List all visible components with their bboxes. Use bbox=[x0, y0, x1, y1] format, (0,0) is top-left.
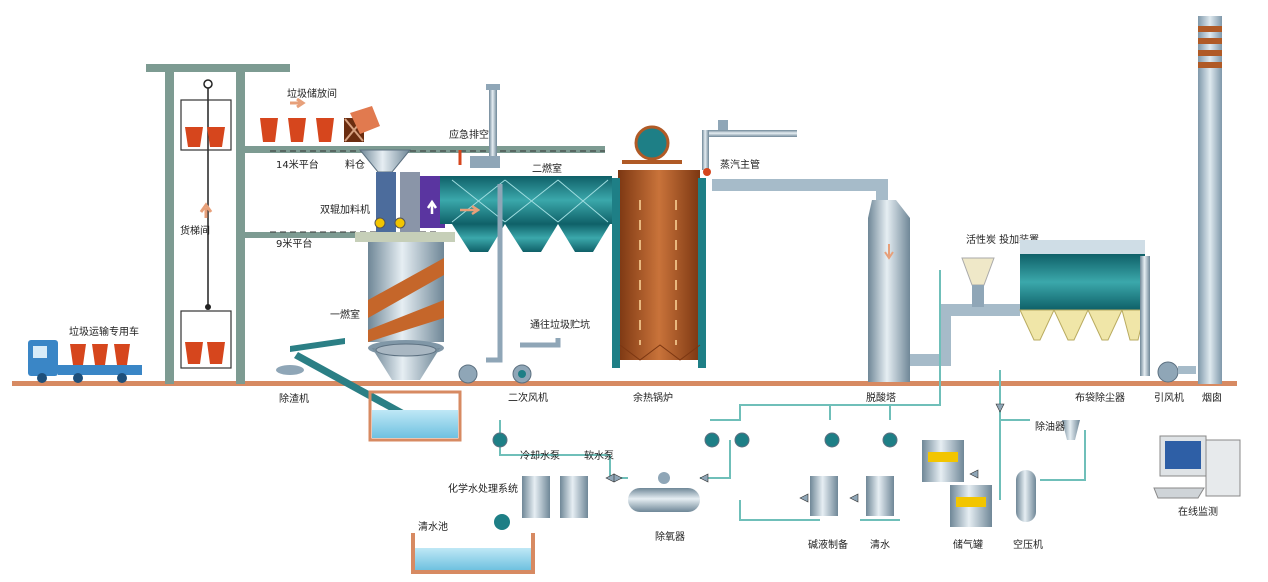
primary-chamber bbox=[355, 232, 455, 380]
air-compressor bbox=[1016, 470, 1036, 522]
label-storage-room: 垃圾储放间 bbox=[287, 87, 337, 100]
ground-line bbox=[12, 381, 1237, 386]
chimney-icon bbox=[1198, 16, 1222, 384]
label-online-monitor: 在线监测 bbox=[1178, 505, 1218, 518]
label-platform-14m: 14米平台 bbox=[276, 158, 319, 171]
label-bag-filter: 布袋除尘器 bbox=[1075, 391, 1125, 404]
label-chimney: 烟囱 bbox=[1202, 391, 1222, 404]
label-secondary-chamber: 二燃室 bbox=[532, 162, 562, 175]
label-clear-pool: 清水池 bbox=[418, 520, 448, 533]
label-oil-remover: 除油器 bbox=[1035, 420, 1065, 433]
label-cooling-pump: 冷却水泵 bbox=[520, 449, 560, 462]
label-induced-fan: 引风机 bbox=[1154, 391, 1184, 404]
cooling-tanks bbox=[522, 476, 588, 518]
label-gas-tank: 储气罐 bbox=[953, 538, 983, 551]
label-clear-water: 清水 bbox=[870, 538, 890, 551]
bag-filter bbox=[1020, 240, 1150, 376]
alkali-tanks bbox=[810, 476, 894, 516]
label-deacid-tower: 脱酸塔 bbox=[866, 391, 896, 404]
label-hopper: 料仓 bbox=[345, 158, 365, 171]
label-air-compressor: 空压机 bbox=[1013, 538, 1043, 551]
pump-icon bbox=[459, 365, 531, 383]
hopper bbox=[360, 150, 420, 232]
computer-icon bbox=[1154, 436, 1240, 498]
pump-icon bbox=[493, 433, 897, 447]
label-alkali-prep: 碱液制备 bbox=[808, 538, 848, 551]
induced-fan bbox=[1158, 362, 1196, 382]
label-primary-chamber: 一燃室 bbox=[330, 308, 360, 321]
label-elevator: 货梯间 bbox=[180, 224, 210, 237]
flow-arrow bbox=[290, 99, 303, 107]
emergency-vent bbox=[460, 84, 500, 168]
label-secondary-fan: 二次风机 bbox=[508, 391, 548, 404]
activated-carbon-dosing bbox=[962, 258, 994, 307]
label-to-waste-pit: 通往垃圾贮坑 bbox=[530, 318, 590, 331]
label-chem-water: 化学水处理系统 bbox=[448, 482, 518, 495]
flue-duct-1 bbox=[712, 185, 882, 210]
truck-icon bbox=[28, 340, 142, 383]
label-slag-remover: 除渣机 bbox=[279, 392, 309, 405]
label-emergency-vent: 应急排空 bbox=[449, 128, 489, 141]
label-deaerator: 除氧器 bbox=[655, 530, 685, 543]
storage-bins bbox=[260, 106, 380, 142]
waste-bin-icon bbox=[185, 127, 225, 364]
label-truck: 垃圾运输专用车 bbox=[69, 325, 139, 338]
flue-duct-2 bbox=[910, 310, 1020, 360]
deacid-tower bbox=[868, 200, 910, 382]
label-platform-9m: 9米平台 bbox=[276, 237, 312, 250]
label-dual-feeder: 双辊加料机 bbox=[320, 203, 370, 216]
gas-tank bbox=[922, 440, 992, 527]
label-main-steam: 蒸汽主管 bbox=[720, 158, 760, 171]
waste-heat-boiler bbox=[612, 127, 706, 368]
label-waste-heat-boiler: 余热锅炉 bbox=[633, 391, 673, 404]
label-soft-water-pump: 软水泵 bbox=[584, 449, 614, 462]
deaerator bbox=[628, 472, 700, 512]
